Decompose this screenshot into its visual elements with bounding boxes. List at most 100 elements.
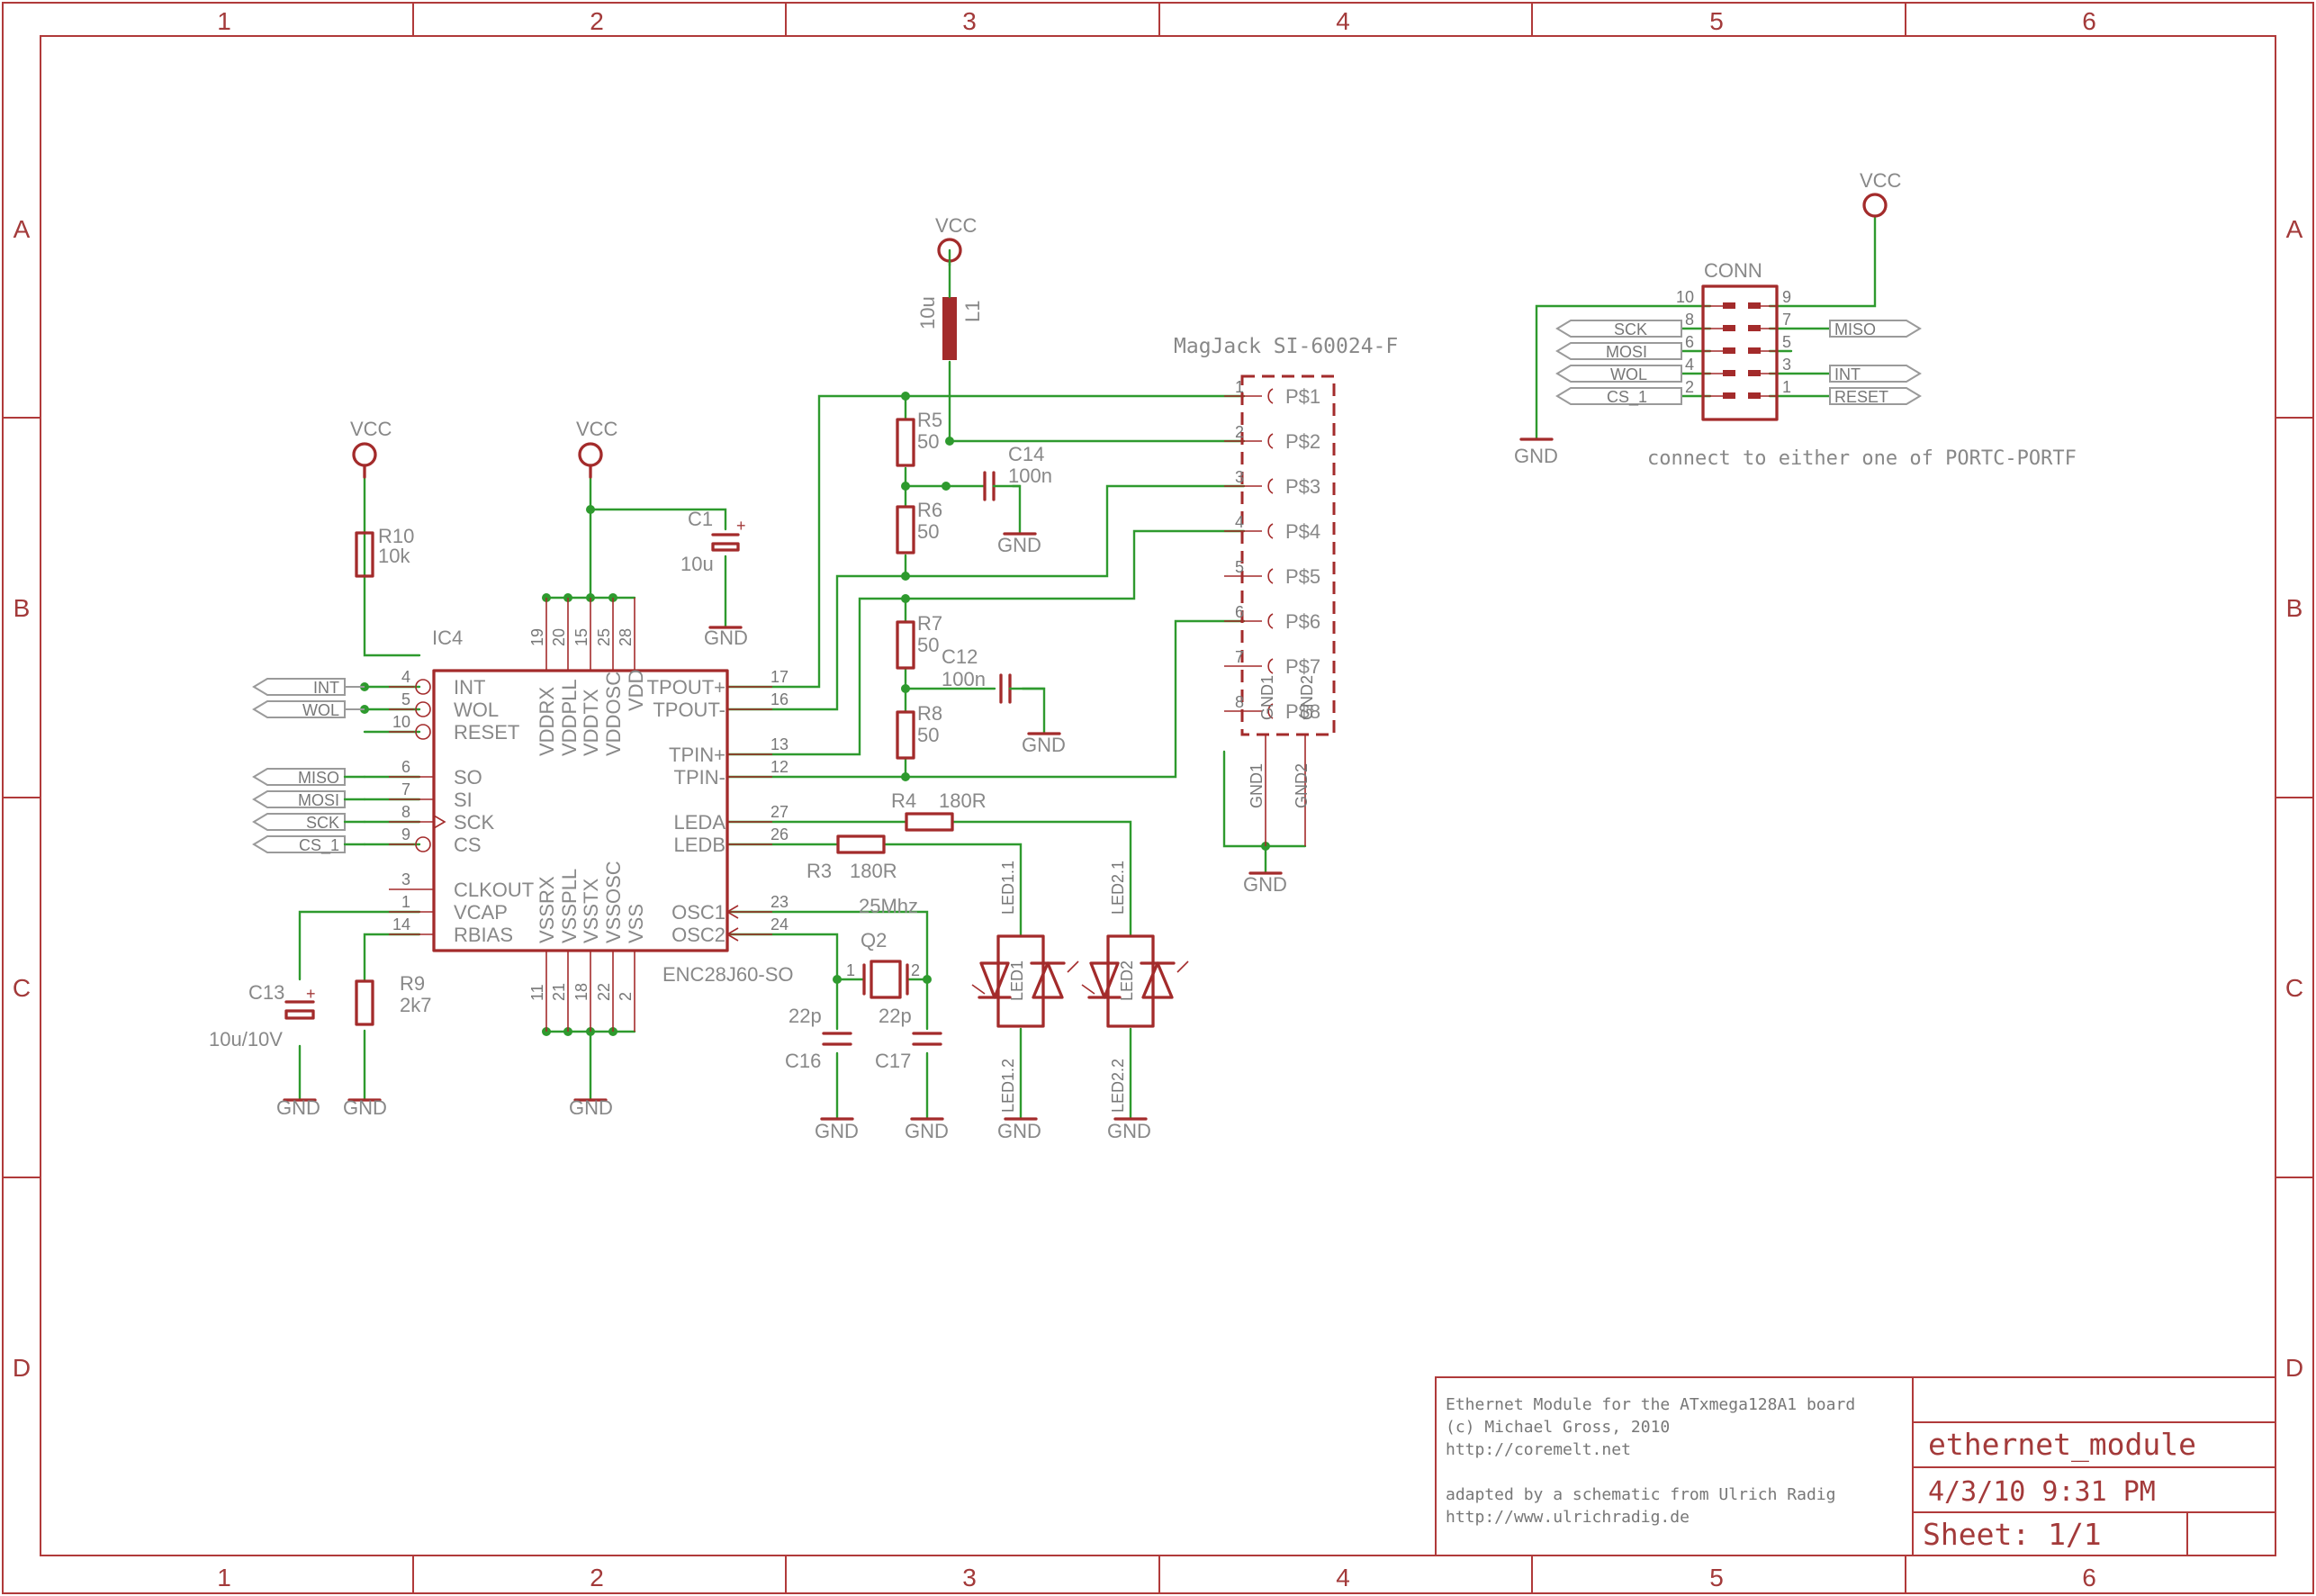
net-label-wol: WOL [302,701,339,719]
r8-value: 50 [917,724,939,746]
pin-num: 11 [528,984,546,1001]
pin-num: 1 [401,893,410,911]
title-block: Ethernet Module for the ATxmega128A1 boa… [1435,1376,2276,1556]
drawing-date: 4/3/10 9:31 PM [1928,1476,2156,1508]
q2-pin1: 1 [846,961,855,979]
vcc-symbol-l1: VCC [935,214,978,263]
col-label-bottom-6: 6 [2082,1564,2096,1591]
ic4-value: ENC28J60-SO [662,963,794,986]
gnd-label: GND [997,534,1041,556]
mj-pin-num: 7 [1235,648,1244,666]
note-line-5: adapted by a schematic from Ulrich Radig [1446,1485,1835,1504]
gnd-label: GND [1514,445,1558,467]
r4-name: R4 [891,789,916,812]
mj-pin-num: 1 [1235,378,1244,396]
c12-name: C12 [942,645,978,668]
led2-anode: LED2.1 [1109,861,1127,915]
pin-name: LEDA [674,811,726,834]
conn-pin-num: 6 [1685,333,1694,351]
conn-pin-num: 2 [1685,378,1694,396]
conn-pin-num: 9 [1782,288,1791,306]
col-label-bottom-5: 5 [1709,1564,1724,1591]
pin-num: 14 [392,915,410,933]
mj-pin-name: P$6 [1285,610,1320,633]
note-line-3: http://coremelt.net [1446,1440,1631,1459]
conn-pin-num: 5 [1782,333,1791,351]
gnd-symbols: GND GND GND GND GND GND GND GND GND GND … [276,437,1558,1142]
conn-net-int: INT [1834,365,1861,383]
col-label-bottom-3: 3 [962,1564,977,1591]
pin-num: 24 [770,915,789,933]
mj-pin-name: P$5 [1285,565,1320,588]
col-label-top-1: 1 [217,7,231,35]
pin-num: 18 [572,983,590,1001]
conn-net-cs1: CS_1 [1607,388,1647,407]
pin-name: WOL [454,699,499,721]
c13-name: C13 [248,981,284,1004]
gnd-label: GND [815,1120,859,1142]
capacitor-c13: + C13 10u/10V [209,981,316,1050]
led1-cathode: LED1.2 [999,1059,1017,1113]
pin-name: VDDRX [536,687,558,756]
mj-pin-name: P$3 [1285,475,1320,498]
note-line-2: (c) Michael Gross, 2010 [1446,1418,1670,1437]
pin-name: VDDTX [580,689,602,756]
capacitor-c17: 22p C17 [875,1005,942,1072]
net-label-miso: MISO [298,769,339,787]
led1-designator: LED1 [1008,960,1026,1001]
q2-name: Q2 [861,929,887,951]
led2-designator: LED2 [1118,960,1136,1001]
pin-num: 9 [401,825,410,843]
vcc-label: VCC [350,418,392,440]
resistor-r9: R9 2k7 [355,972,431,1026]
pin-name: VCAP [454,901,508,924]
mj-pin-name: P$4 [1285,520,1320,543]
net-label-int: INT [313,679,339,697]
pin-num: 21 [550,983,568,1001]
row-label-left-a: A [14,215,31,243]
pin-num: 17 [770,668,789,686]
vcc-label: VCC [1860,169,1902,192]
capacitor-c14: C14 100n [983,443,1052,501]
gnd-label: GND [1022,734,1066,756]
pin-num: 12 [770,758,789,776]
r10-value: 10k [378,545,410,567]
led2-cathode: LED2.2 [1109,1059,1127,1113]
mj-pin-num: 8 [1235,693,1244,711]
mj-gnd1-label: GND1 [1248,763,1266,808]
led-2: LED2.1 LED2.2 LED2 [1081,861,1189,1113]
conn-net-reset: RESET [1834,388,1888,406]
pin-num: 27 [770,803,789,821]
c13-value: 10u/10V [209,1028,283,1050]
conn-name: CONN [1704,259,1762,282]
col-label-top-5: 5 [1709,7,1724,35]
led1-anode: LED1.1 [999,861,1017,915]
q2-pin2: 2 [911,961,920,979]
vcc-symbol-r10: VCC [350,418,392,479]
row-label-right-c: C [2285,974,2303,1002]
pin-num: 22 [595,983,613,1001]
pin-num: 26 [770,825,789,843]
pin-num: 6 [401,758,410,776]
pin-name: VSSRX [536,876,558,943]
mj-pin-num: 2 [1235,423,1244,441]
pin-name: CLKOUT [454,879,534,901]
pin-name: TPIN- [674,766,725,789]
pin-num: 20 [550,628,568,646]
pin-num: 15 [572,628,590,646]
conn-pin-num: 4 [1685,356,1694,374]
resistor-r3: R3 180R [807,834,897,882]
col-label-top-2: 2 [590,7,604,35]
pin-num: 23 [770,893,789,911]
net-label-sck: SCK [306,814,339,832]
pin-name: LEDB [674,834,725,856]
row-label-left-d: D [13,1354,31,1382]
conn-net-wol: WOL [1610,365,1647,383]
c1-name: C1 [688,508,713,530]
mj-pin-name: P$7 [1285,655,1320,678]
l1-name: L1 [961,301,984,322]
pin-num: 7 [401,780,410,798]
row-label-right-d: D [2285,1354,2303,1382]
resistor-r8: R8 50 [896,702,942,760]
